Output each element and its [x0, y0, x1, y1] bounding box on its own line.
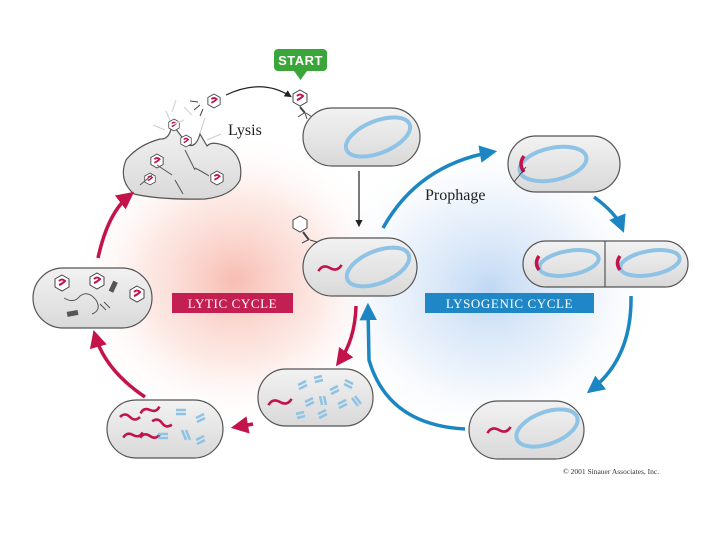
cell-assembly	[32, 267, 153, 329]
lysogenic-arrow-injected-to-prophage	[381, 145, 498, 229]
cell-replication	[257, 368, 374, 427]
cell-dividing	[522, 240, 689, 288]
lysogenic-cycle-label-box: LYSOGENIC CYCLE	[425, 293, 594, 313]
lysis-label: Lysis	[228, 122, 262, 139]
cell-prophage	[507, 135, 621, 193]
prophage-label: Prophage	[425, 187, 485, 204]
copyright-notice: © 2001 Sinauer Associates, Inc.	[563, 467, 660, 476]
attaching-phage	[292, 89, 313, 120]
lysogenic-arrow-excision-to-injected	[359, 302, 466, 431]
lytic-cycle-label-box: LYTIC CYCLE	[172, 293, 293, 313]
start-label: START	[278, 53, 323, 68]
lysogenic-cycle-label: LYSOGENIC CYCLE	[446, 296, 573, 311]
lysogenic-background-glow	[315, 135, 665, 445]
lytic-cycle-label: LYTIC CYCLE	[188, 296, 277, 311]
release-to-attach-arrow	[225, 86, 292, 98]
lytic-arrow-replication-to-synthesis	[230, 416, 254, 434]
lytic-arrow-synthesis-to-assembly	[89, 329, 146, 399]
lysogenic-arrow-prophage-to-division	[592, 195, 626, 233]
cell-dna-injected	[292, 215, 418, 297]
cell-excision	[468, 400, 585, 460]
lytic-arrow-injected-to-replication	[335, 305, 358, 367]
cell-lysis	[122, 93, 242, 200]
cell-infection	[302, 107, 421, 167]
cell-synthesis	[106, 399, 224, 459]
lysogenic-arrow-division-to-excision	[586, 295, 633, 394]
lytic-arrow-assembly-to-lysis	[96, 191, 135, 259]
start-pointer	[294, 71, 307, 80]
start-badge: START	[274, 49, 327, 80]
lytic-background-glow	[70, 130, 400, 430]
